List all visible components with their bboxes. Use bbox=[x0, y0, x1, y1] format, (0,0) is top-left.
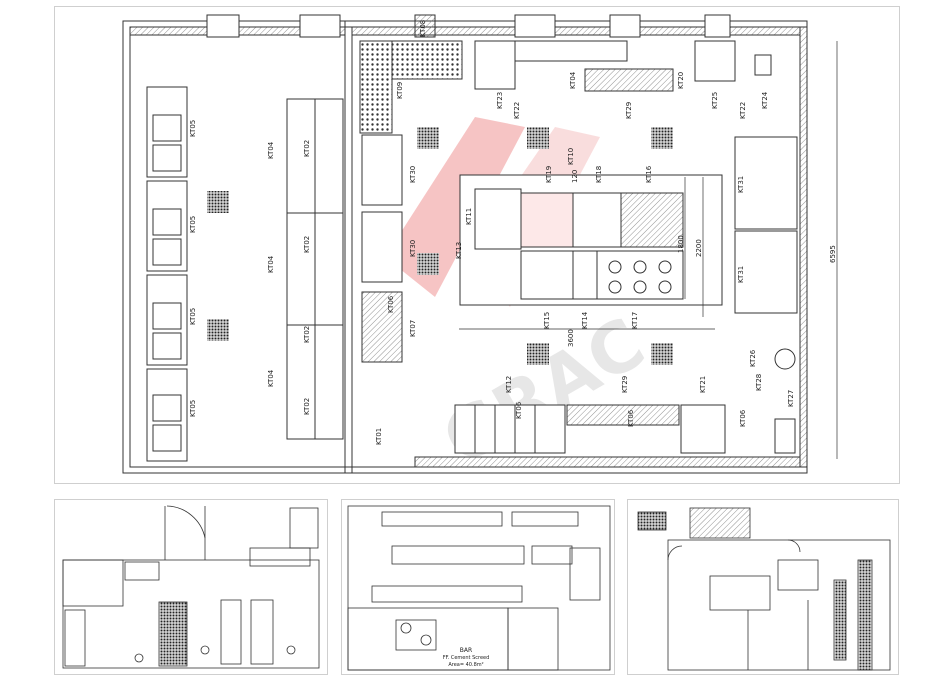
label-kt02: KT02 bbox=[303, 326, 311, 343]
label-kt20: KT20 bbox=[677, 72, 685, 89]
label-kt05: KT05 bbox=[189, 308, 197, 325]
label-kt24: KT24 bbox=[761, 91, 769, 109]
label-kt21: KT21 bbox=[699, 376, 707, 393]
label-kt06: KT06 bbox=[627, 409, 635, 427]
label-kt30: KT30 bbox=[409, 166, 417, 183]
label-kt22: KT22 bbox=[513, 102, 521, 119]
label-kt10: KT10 bbox=[567, 148, 575, 165]
dim-120: 120 bbox=[571, 170, 579, 183]
label-kt09: KT09 bbox=[396, 82, 404, 99]
label-kt05: KT05 bbox=[189, 120, 197, 137]
label-kt26: KT26 bbox=[749, 349, 757, 367]
label-kt17: KT17 bbox=[631, 312, 639, 329]
cooking-island bbox=[459, 174, 723, 306]
thumbnail-2-drawing: BAR FF. Cement Screed Area= 40.8m² bbox=[347, 505, 611, 671]
thumb2-caption-area-name: BAR bbox=[460, 647, 472, 654]
label-kt11: KT11 bbox=[465, 208, 473, 225]
thumb2-caption-floor: FF. Cement Screed bbox=[443, 655, 490, 661]
label-kt23: KT23 bbox=[496, 92, 504, 109]
dim-6595: 6595 bbox=[829, 245, 837, 263]
floor-drains bbox=[207, 127, 673, 365]
label-kt31: KT31 bbox=[737, 176, 745, 193]
label-kt05: KT05 bbox=[189, 216, 197, 233]
label-kt14: KT14 bbox=[581, 311, 589, 329]
label-kt02: KT02 bbox=[303, 398, 311, 415]
label-kt18: KT18 bbox=[595, 166, 603, 183]
label-kt25: KT25 bbox=[711, 92, 719, 109]
label-kt06: KT06 bbox=[387, 295, 395, 313]
label-kt06: KT06 bbox=[739, 409, 747, 427]
thumbnail-plan-1[interactable] bbox=[54, 499, 328, 675]
window-marks bbox=[206, 14, 731, 38]
label-kt13: KT13 bbox=[455, 242, 463, 259]
label-kt04: KT04 bbox=[267, 369, 275, 387]
dim-1800: 1800 bbox=[677, 235, 685, 253]
label-kt15: KT15 bbox=[543, 312, 551, 329]
dimension-labels: 120 1800 2200 3600 6595 bbox=[567, 170, 837, 347]
equipment-labels: KT05 KT05 KT05 KT05 KT04 KT04 KT04 KT02 … bbox=[189, 20, 795, 445]
shelving-racks bbox=[286, 98, 344, 440]
label-kt12: KT12 bbox=[505, 376, 513, 393]
floor-plan-drawing: GRAC bbox=[122, 14, 838, 481]
label-kt05: KT05 bbox=[189, 400, 197, 417]
label-kt30: KT30 bbox=[409, 240, 417, 257]
label-kt28: KT28 bbox=[755, 374, 763, 391]
label-kt29: KT29 bbox=[625, 102, 633, 119]
label-kt16: KT16 bbox=[645, 165, 653, 183]
label-kt22: KT22 bbox=[739, 102, 747, 119]
thumb2-caption-area-size: Area= 40.8m² bbox=[448, 662, 483, 668]
label-kt31: KT31 bbox=[737, 266, 745, 283]
dim-2200: 2200 bbox=[695, 239, 703, 257]
label-kt29: KT29 bbox=[621, 376, 629, 393]
dish-area bbox=[359, 40, 463, 363]
thumbnail-plan-2[interactable]: BAR FF. Cement Screed Area= 40.8m² bbox=[341, 499, 615, 675]
label-kt27: KT27 bbox=[787, 390, 795, 407]
thumbnail-3-drawing bbox=[637, 507, 891, 671]
label-kt04: KT04 bbox=[569, 71, 577, 89]
thumbnail-1-drawing bbox=[62, 505, 320, 669]
label-kt07: KT07 bbox=[409, 320, 417, 337]
main-kitchen-floor-plan: GRAC bbox=[54, 6, 900, 484]
dimension-lines bbox=[459, 41, 838, 459]
label-kt02: KT02 bbox=[303, 140, 311, 157]
label-kt02: KT02 bbox=[303, 236, 311, 253]
label-kt04: KT04 bbox=[267, 255, 275, 273]
label-kt19: KT19 bbox=[545, 166, 553, 183]
label-kt01: KT01 bbox=[375, 428, 383, 445]
label-kt08: KT08 bbox=[419, 20, 427, 37]
label-kt04: KT04 bbox=[267, 141, 275, 159]
bottom-equipment-line bbox=[454, 404, 796, 454]
top-equipment-line bbox=[474, 40, 772, 92]
dim-3600: 3600 bbox=[567, 329, 575, 347]
right-refrigeration bbox=[734, 136, 798, 370]
label-kt06: KT06 bbox=[515, 401, 523, 419]
thumbnail-plan-3[interactable] bbox=[627, 499, 899, 675]
sink-units-left bbox=[146, 86, 188, 462]
